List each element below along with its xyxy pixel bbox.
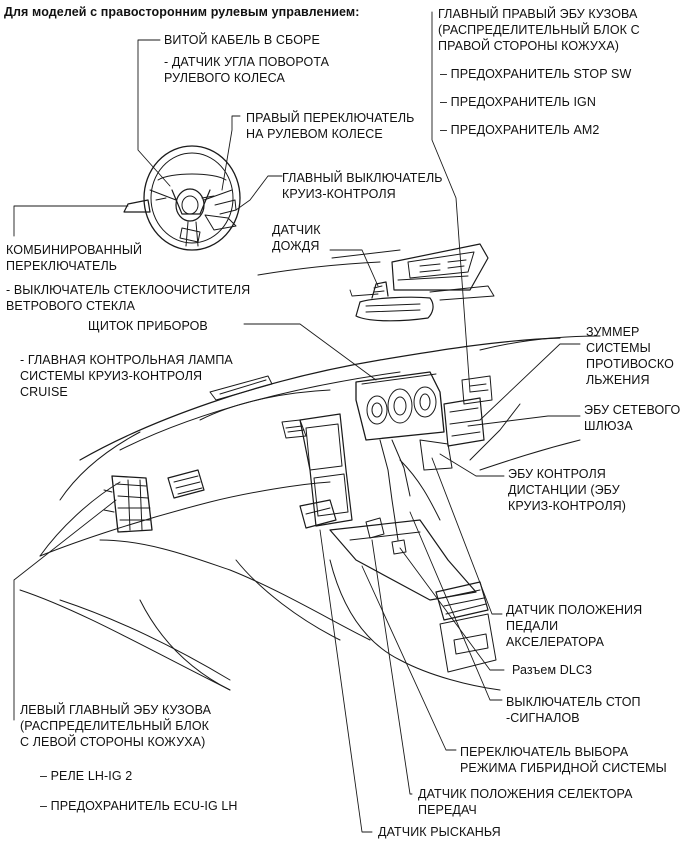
label-theft-buzzer: ЗУММЕР СИСТЕМЫ ПРОТИВОСКО ЛЬЖЕНИЯ [586, 325, 674, 387]
label-hybrid-mode-switch: ПЕРЕКЛЮЧАТЕЛЬ ВЫБОРА РЕЖИМА ГИБРИДНОЙ СИ… [460, 745, 667, 775]
label-fuse-ecu-ig-lh: – ПРЕДОХРАНИТЕЛЬ ECU-IG LH [40, 799, 238, 813]
label-rain-sensor: ДАТЧИК ДОЖДЯ [272, 223, 321, 253]
label-main-body-ecu-left: ЛЕВЫЙ ГЛАВНЫЙ ЭБУ КУЗОВА (РАСПРЕДЕЛИТЕЛЬ… [20, 703, 212, 749]
label-right-steering-switch: ПРАВЫЙ ПЕРЕКЛЮЧАТЕЛЬ НА РУЛЕВОМ КОЛЕСЕ [246, 111, 415, 141]
label-cruise-indicator: - ГЛАВНАЯ КОНТРОЛЬНАЯ ЛАМПА СИСТЕМЫ КРУИ… [20, 353, 233, 399]
label-cruise-main-switch: ГЛАВНЫЙ ВЫКЛЮЧАТЕЛЬ КРУИЗ-КОНТРОЛЯ [282, 171, 443, 201]
label-gateway-ecu: ЭБУ СЕТЕВОГО ШЛЮЗА [584, 403, 681, 433]
leader-lines [13, 11, 581, 833]
label-accel-pedal-sensor: ДАТЧИК ПОЛОЖЕНИЯ ПЕДАЛИ АКСЕЛЕРАТОРА [506, 603, 643, 649]
label-spiral-cable: ВИТОЙ КАБЕЛЬ В СБОРЕ [164, 33, 320, 47]
diagram-title: Для моделей с правосторонним рулевым упр… [4, 5, 360, 19]
label-distance-control-ecu: ЭБУ КОНТРОЛЯ ДИСТАНЦИИ (ЭБУ КРУИЗ-КОНТРО… [508, 467, 627, 513]
label-steering-angle-sensor: - ДАТЧИК УГЛА ПОВОРОТА РУЛЕВОГО КОЛЕСА [164, 55, 330, 85]
label-fuse-stop-sw: – ПРЕДОХРАНИТЕЛЬ STOP SW [440, 67, 632, 81]
label-shift-position-sensor: ДАТЧИК ПОЛОЖЕНИЯ СЕЛЕКТОРА ПЕРЕДАЧ [418, 787, 633, 817]
label-relay-lh-ig2: – РЕЛЕ LH-IG 2 [40, 769, 133, 783]
steering-wheel-drawing [123, 145, 241, 251]
label-fuse-am2: – ПРЕДОХРАНИТЕЛЬ AM2 [440, 123, 600, 137]
label-combination-meter: ЩИТОК ПРИБОРОВ [88, 319, 208, 333]
label-wiper-switch: - ВЫКЛЮЧАТЕЛЬ СТЕКЛООЧИСТИТЕЛЯ ВЕТРОВОГО… [6, 283, 251, 313]
label-dlc3: Разъем DLC3 [512, 663, 593, 677]
label-yaw-rate-sensor: ДАТЧИК РЫСКАНЬЯ [378, 825, 501, 839]
label-combination-switch: КОМБИНИРОВАННЫЙ ПЕРЕКЛЮЧАТЕЛЬ [6, 243, 143, 273]
label-fuse-ign: – ПРЕДОХРАНИТЕЛЬ IGN [440, 95, 596, 109]
label-stop-lamp-switch: ВЫКЛЮЧАТЕЛЬ СТОП -СИГНАЛОВ [506, 695, 641, 725]
rain-sensor-drawing [257, 243, 495, 322]
label-main-body-ecu-right: ГЛАВНЫЙ ПРАВЫЙ ЭБУ КУЗОВА (РАСПРЕДЕЛИТЕЛ… [438, 7, 640, 53]
